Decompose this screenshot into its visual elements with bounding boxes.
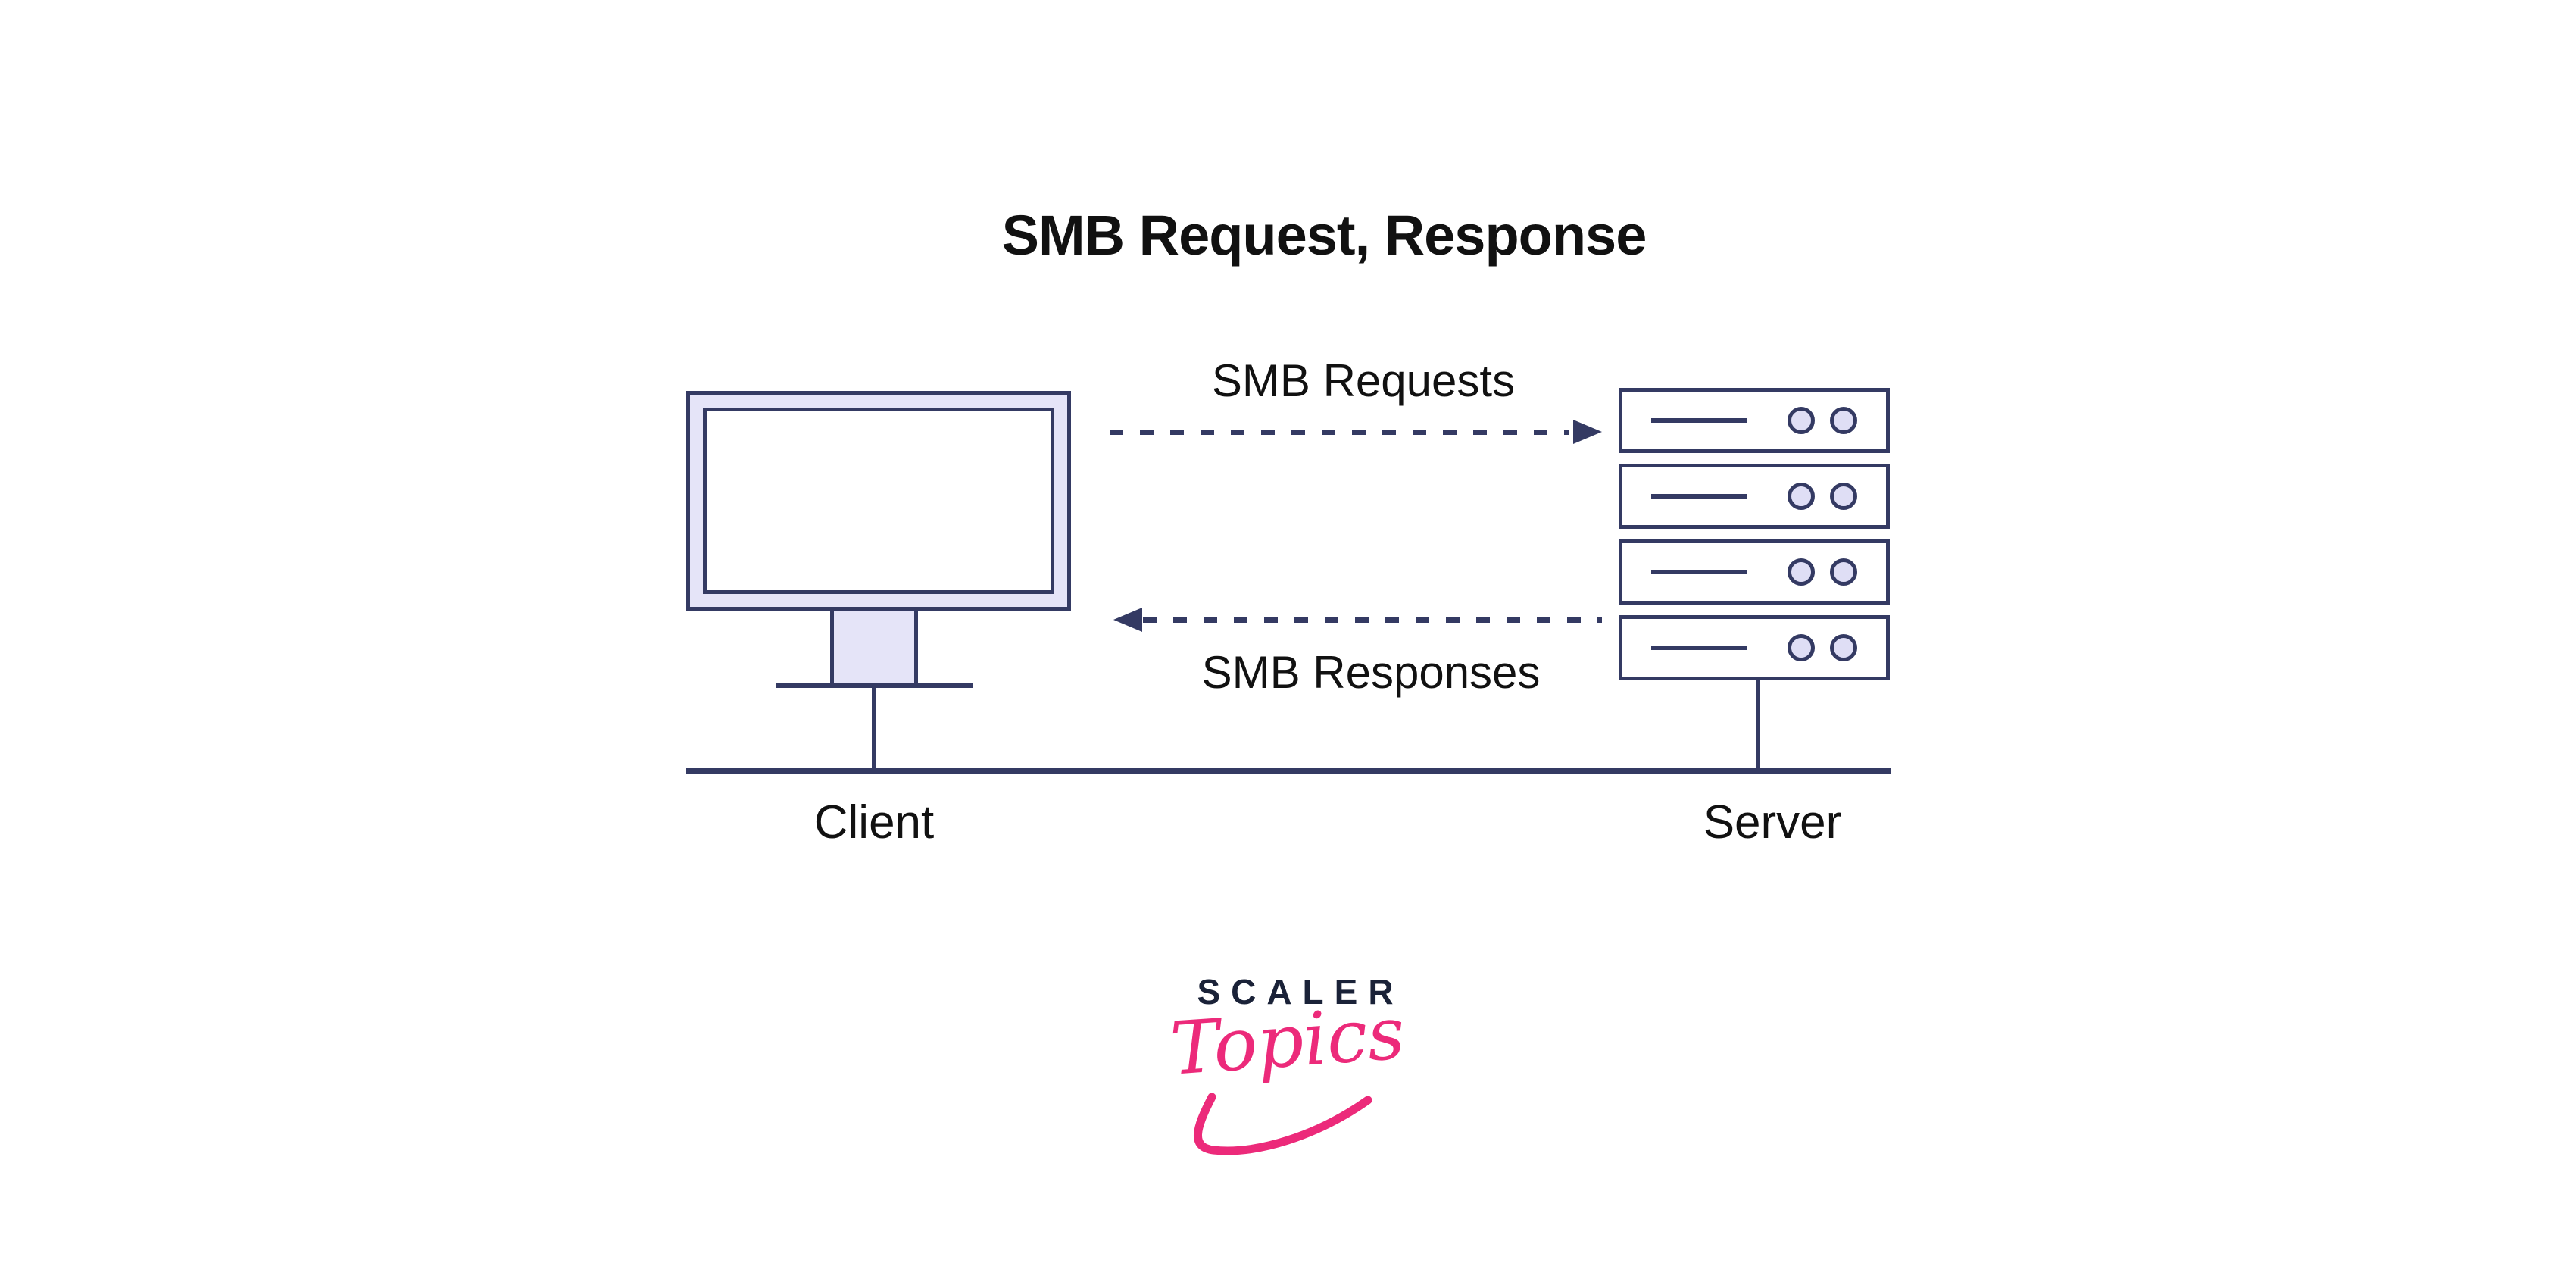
logo-topics-text: Topics: [1167, 990, 1408, 1092]
server-unit: [1619, 388, 1890, 453]
monitor-stand-base: [776, 683, 973, 688]
server-unit: [1619, 615, 1890, 680]
server-led-icon: [1788, 407, 1815, 434]
server-connection-line: [1756, 679, 1760, 771]
request-arrow: [1110, 420, 1602, 444]
server-led-icon: [1830, 558, 1857, 586]
server-unit-slot-line: [1651, 418, 1747, 423]
server-led-icon: [1830, 634, 1857, 661]
request-arrowhead-icon: [1573, 420, 1602, 444]
server-unit-slot-line: [1651, 646, 1747, 650]
server-led-icon: [1788, 558, 1815, 586]
network-bus-line: [686, 768, 1891, 774]
server-unit-slot-line: [1651, 570, 1747, 574]
logo-scaler-text: SCALER: [1197, 972, 1404, 1011]
response-dashed-line: [1143, 617, 1602, 623]
server-led-icon: [1830, 483, 1857, 510]
server-unit-slot-line: [1651, 494, 1747, 499]
server-led-icon: [1788, 483, 1815, 510]
client-label: Client: [813, 796, 935, 849]
server-led-icon: [1830, 407, 1857, 434]
logo-swash-stroke: [1194, 1093, 1372, 1155]
client-monitor-icon: [686, 391, 1071, 611]
client-connection-line: [872, 688, 876, 771]
response-arrowhead-icon: [1113, 608, 1142, 632]
server-led-icon: [1788, 634, 1815, 661]
response-arrow-label: SMB Responses: [1201, 647, 1541, 698]
server-unit: [1619, 464, 1890, 529]
response-arrow: [1113, 608, 1602, 632]
server-unit: [1619, 539, 1890, 605]
server-stack-icon: [1619, 388, 1890, 680]
monitor-screen: [703, 408, 1054, 594]
diagram-title: SMB Request, Response: [1001, 204, 1647, 267]
request-dashed-line: [1110, 430, 1569, 435]
request-arrow-label: SMB Requests: [1211, 355, 1516, 406]
server-label: Server: [1703, 796, 1842, 849]
monitor-stand-neck: [830, 611, 918, 684]
